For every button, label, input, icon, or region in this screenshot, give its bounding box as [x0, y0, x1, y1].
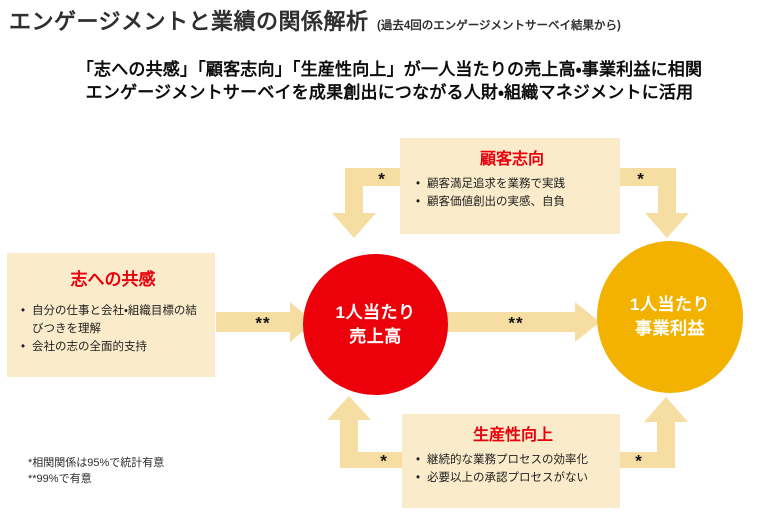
significance-marker: * [635, 451, 643, 471]
arrow-customer-to-sales [332, 168, 400, 238]
title-bar: エンゲージメントと業績の関係解析 (過去4回のエンゲージメントサーベイ結果から) [9, 4, 775, 36]
bullet-item: 継続的な業務プロセスの効率化 [414, 452, 612, 470]
circle-profit-per-person: 1人当たり 事業利益 [597, 241, 743, 393]
significance-marker: * [637, 169, 645, 189]
footnotes: *相関関係は95%で統計有意 **99%で有意 [28, 456, 164, 488]
box-productivity-improvement: 生産性向上 継続的な業務プロセスの効率化 必要以上の承認プロセスがない [402, 414, 620, 508]
circle-sales-line1: 1人当たり [335, 302, 416, 322]
box-customer-title: 顧客志向 [479, 151, 544, 168]
circle-sales-per-person: 1人当たり 売上高 [303, 254, 448, 395]
subtitle: 「志への共感」「顧客志向」「生産性向上」が一人当たりの売上高・事業利益に相関 エ… [0, 58, 779, 105]
significance-marker: * [380, 451, 388, 471]
bullet-item: 必要以上の承認プロセスがない [414, 470, 612, 488]
box-empathy-bullets: 自分の仕事と会社・組織目標の結びつきを理解 会社の志の全面的支持 [19, 303, 207, 356]
bullet-item: 会社の志の全面的支持 [19, 339, 207, 357]
significance-marker: ** [508, 313, 524, 333]
footnote-line-1: *相関関係は95%で統計有意 [28, 457, 165, 469]
arrow-productivity-to-profit [620, 397, 688, 468]
box-empathy-for-purpose: 志への共感 自分の仕事と会社・組織目標の結びつきを理解 会社の志の全面的支持 [7, 253, 215, 377]
bullet-item: 自分の仕事と会社・組織目標の結びつきを理解 [19, 303, 207, 339]
circle-sales-line2: 売上高 [349, 326, 402, 346]
box-empathy-title: 志への共感 [70, 270, 156, 289]
subtitle-line-2: エンゲージメントサーベイを成果創出につながる人財・組織マネジメントに活用 [85, 83, 694, 103]
box-productivity-title: 生産性向上 [472, 427, 553, 444]
bullet-item: 顧客満足追求を業務で実践 [414, 176, 610, 194]
page-title-note: (過去4回のエンゲージメントサーベイ結果から) [377, 20, 621, 32]
arrow-productivity-to-sales [327, 396, 402, 468]
page-title: エンゲージメントと業績の関係解析 [9, 9, 369, 34]
box-customer-bullets: 顧客満足追求を業務で実践 顧客価値創出の実感、自負 [414, 176, 610, 212]
box-productivity-bullets: 継続的な業務プロセスの効率化 必要以上の承認プロセスがない [414, 452, 612, 488]
subtitle-line-1: 「志への共感」「顧客志向」「生産性向上」が一人当たりの売上高・事業利益に相関 [76, 60, 703, 79]
footnote-line-2: **99%で有意 [28, 472, 92, 485]
circle-profit-line1: 1人当たり [630, 295, 710, 315]
bullet-item: 顧客価値創出の実感、自負 [414, 194, 610, 212]
box-customer-orientation: 顧客志向 顧客満足追求を業務で実践 顧客価値創出の実感、自負 [400, 138, 620, 234]
significance-marker: * [378, 169, 386, 189]
significance-marker: ** [255, 313, 271, 333]
arrow-customer-to-profit [620, 168, 689, 238]
circle-profit-line2: 事業利益 [635, 319, 705, 338]
